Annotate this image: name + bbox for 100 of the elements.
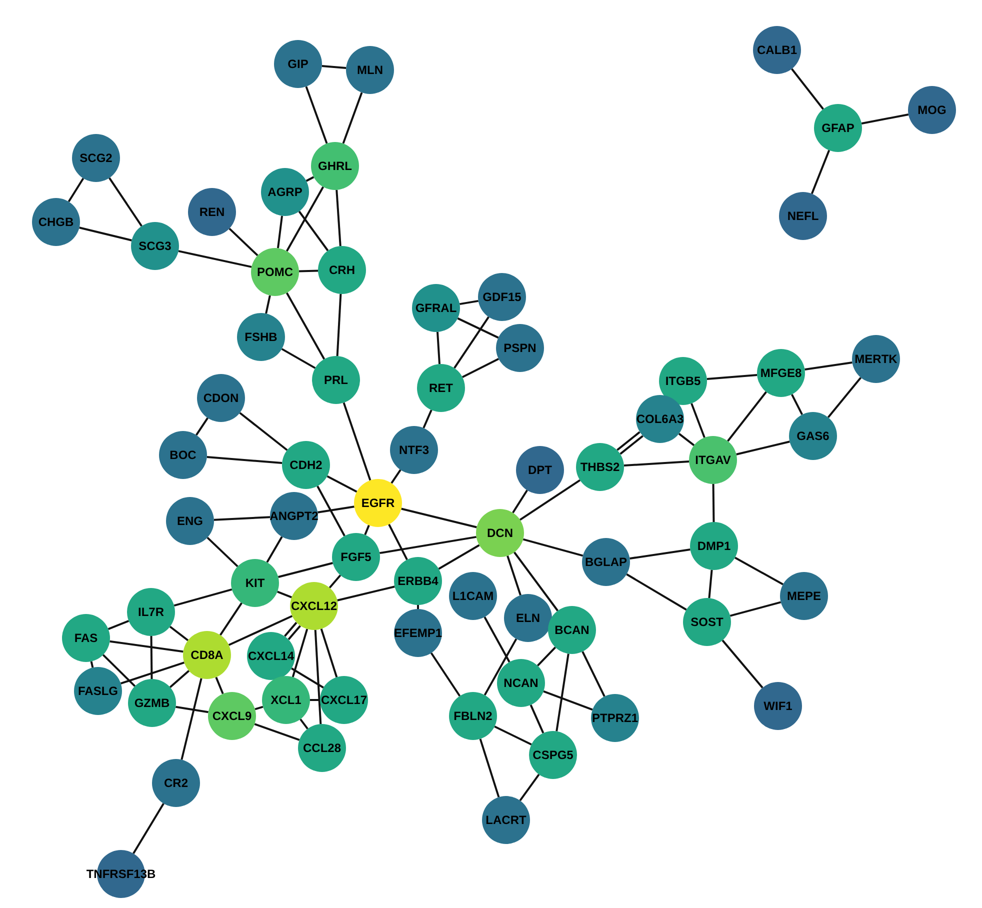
gene-label: COL6A3 — [636, 413, 684, 425]
connection-line — [310, 699, 320, 701]
gene-node — [282, 441, 330, 489]
gene-label: CCL28 — [302, 742, 341, 754]
connection-line — [326, 475, 358, 493]
connection-line — [79, 226, 132, 242]
gene-node — [261, 168, 309, 216]
connection-line — [288, 625, 301, 640]
gene-node — [789, 412, 837, 460]
gene-node — [127, 588, 175, 636]
connection-line — [712, 484, 715, 522]
gene-label: FASLG — [78, 685, 118, 697]
gene-label: CD8A — [190, 649, 224, 661]
gene-label: DMP1 — [697, 540, 731, 552]
gene-node — [576, 443, 624, 491]
gene-label: GFRAL — [415, 302, 457, 314]
connection-line — [102, 654, 136, 687]
connection-line — [790, 394, 804, 416]
gene-node — [32, 198, 80, 246]
gene-label: ITGAV — [695, 454, 731, 466]
gene-label: FSHB — [244, 331, 278, 343]
connection-line — [462, 358, 500, 378]
gene-node — [529, 731, 577, 779]
connection-line — [228, 228, 258, 256]
connection-line — [228, 615, 293, 646]
connection-line — [206, 456, 282, 464]
gene-label: NCAN — [504, 677, 538, 689]
connection-line — [306, 176, 314, 182]
connection-line — [90, 661, 94, 668]
connection-line — [390, 469, 402, 484]
gene-node — [159, 431, 207, 479]
gene-label: GAS6 — [796, 430, 830, 442]
gene-label: RET — [429, 382, 453, 394]
connection-line — [318, 506, 354, 514]
gene-node — [636, 395, 684, 443]
connection-line — [284, 622, 298, 637]
gene-label: GHRL — [318, 160, 352, 172]
connection-line — [68, 178, 84, 202]
gene-node — [128, 679, 176, 727]
gene-node — [62, 614, 110, 662]
connection-line — [254, 723, 300, 741]
gene-node — [497, 659, 545, 707]
gene-label: LACRT — [486, 814, 526, 826]
connection-line — [336, 190, 342, 246]
gene-label: GZMB — [134, 697, 170, 709]
connection-line — [180, 678, 202, 760]
connection-line — [178, 250, 252, 268]
connection-line — [530, 704, 544, 734]
connection-line — [239, 412, 288, 451]
connection-line — [132, 803, 164, 854]
gene-node — [689, 436, 737, 484]
gene-node — [312, 356, 360, 404]
gene-node — [290, 582, 338, 630]
gene-label: PSPN — [504, 342, 536, 354]
gene-node — [779, 192, 827, 240]
connection-line — [543, 690, 593, 711]
connection-line — [708, 570, 713, 598]
gene-label: KIT — [245, 577, 265, 589]
connection-line — [810, 150, 830, 194]
gene-label: ANGPT2 — [270, 510, 318, 522]
connection-line — [195, 417, 209, 436]
connection-line — [620, 435, 644, 455]
gene-label: ERBB4 — [398, 575, 438, 587]
gene-label: CHGB — [38, 216, 74, 228]
gene-label: CXCL9 — [212, 710, 252, 722]
gene-label: GIP — [288, 58, 308, 70]
connection-line — [337, 586, 395, 602]
connection-line — [804, 362, 852, 370]
gene-node — [332, 533, 380, 581]
gene-label: BOC — [170, 449, 196, 461]
gene-label: EFEMP1 — [394, 627, 442, 639]
gene-node — [754, 682, 802, 730]
gene-node — [659, 357, 707, 405]
connection-line — [342, 402, 372, 481]
connection-line — [430, 652, 461, 697]
connection-line — [460, 300, 478, 306]
connection-line — [305, 86, 328, 144]
connection-line — [522, 538, 584, 557]
gene-label: FAS — [74, 632, 98, 644]
gene-label: CXCL14 — [248, 650, 294, 662]
gene-label: GFAP — [822, 122, 854, 134]
gene-node — [412, 284, 460, 332]
connection-line — [690, 403, 706, 438]
gene-label: ITGB5 — [665, 375, 701, 387]
gene-node — [298, 724, 346, 772]
connection-line — [401, 508, 477, 528]
gene-node — [318, 246, 366, 294]
connection-line — [174, 588, 232, 607]
connection-line — [286, 186, 324, 252]
connection-line — [616, 431, 640, 451]
connection-line — [514, 552, 558, 612]
connection-line — [722, 640, 764, 688]
connection-line — [206, 536, 238, 568]
connection-line — [277, 590, 292, 598]
connection-line — [678, 432, 695, 446]
gene-label: GDF15 — [482, 291, 522, 303]
connection-line — [150, 636, 153, 680]
connection-line — [736, 440, 790, 456]
connection-line — [454, 316, 490, 369]
gene-node — [591, 694, 639, 742]
